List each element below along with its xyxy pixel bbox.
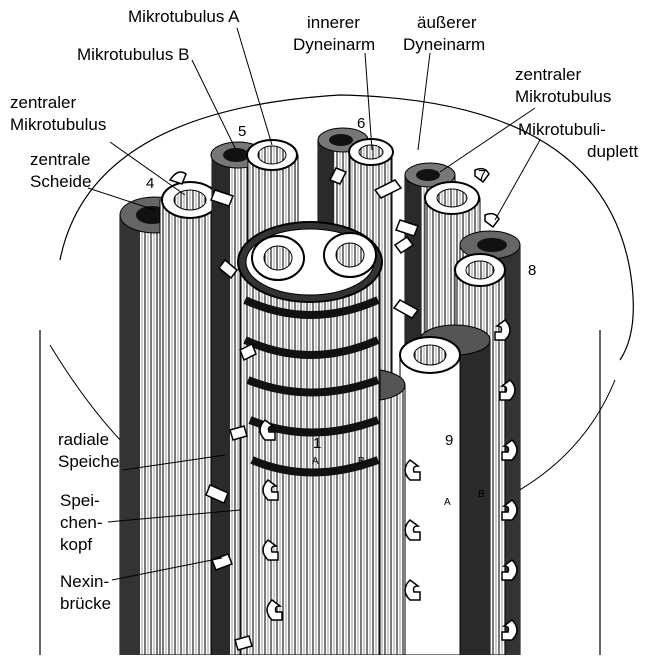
doublet-number-6: 6: [357, 115, 365, 132]
label-speiche-1: radiale: [58, 430, 109, 449]
label-mikrotubulus-a: Mikrotubulus A: [128, 7, 240, 26]
label-innerer-2: Dyneinarm: [293, 35, 375, 54]
doublet-9-sub-a: A: [444, 497, 451, 508]
label-zentraler-left-2: Mikrotubulus: [10, 115, 106, 134]
label-aeusserer-2: Dyneinarm: [403, 35, 485, 54]
label-scheide-2: Scheide: [30, 172, 91, 191]
label-innerer-1: innerer: [307, 13, 360, 32]
doublet-number-7: 7: [478, 167, 486, 184]
label-zentraler-right-2: Mikrotubulus: [515, 87, 611, 106]
doublet-number-4: 4: [146, 175, 154, 192]
label-zentraler-left-1: zentraler: [10, 93, 76, 112]
doublet-number-8: 8: [528, 262, 536, 279]
label-speiche-2: Speiche: [58, 452, 119, 471]
label-duplett-2: duplett: [587, 142, 638, 161]
label-nexin-2: brücke: [60, 594, 111, 613]
label-kopf-1: Spei-: [60, 491, 100, 510]
central-sheath: [238, 222, 382, 655]
label-mikrotubulus-b: Mikrotubulus B: [77, 45, 189, 64]
label-kopf-2: chen-: [60, 513, 103, 532]
doublet-1-sub-a: A: [312, 456, 319, 467]
label-duplett-1: Mikrotubuli-: [518, 120, 606, 139]
doublet-9-sub-b: B: [478, 489, 485, 500]
doublet-number-5: 5: [238, 123, 246, 140]
label-nexin-1: Nexin-: [60, 572, 109, 591]
label-scheide-1: zentrale: [30, 150, 90, 169]
doublet-1-sub-b: B: [358, 456, 365, 467]
label-kopf-3: kopf: [60, 535, 92, 554]
label-zentraler-right-1: zentraler: [515, 65, 581, 84]
label-aeusserer-1: äußerer: [417, 13, 477, 32]
doublet-number-9: 9: [445, 432, 453, 449]
doublet-number-1: 1: [313, 435, 321, 452]
